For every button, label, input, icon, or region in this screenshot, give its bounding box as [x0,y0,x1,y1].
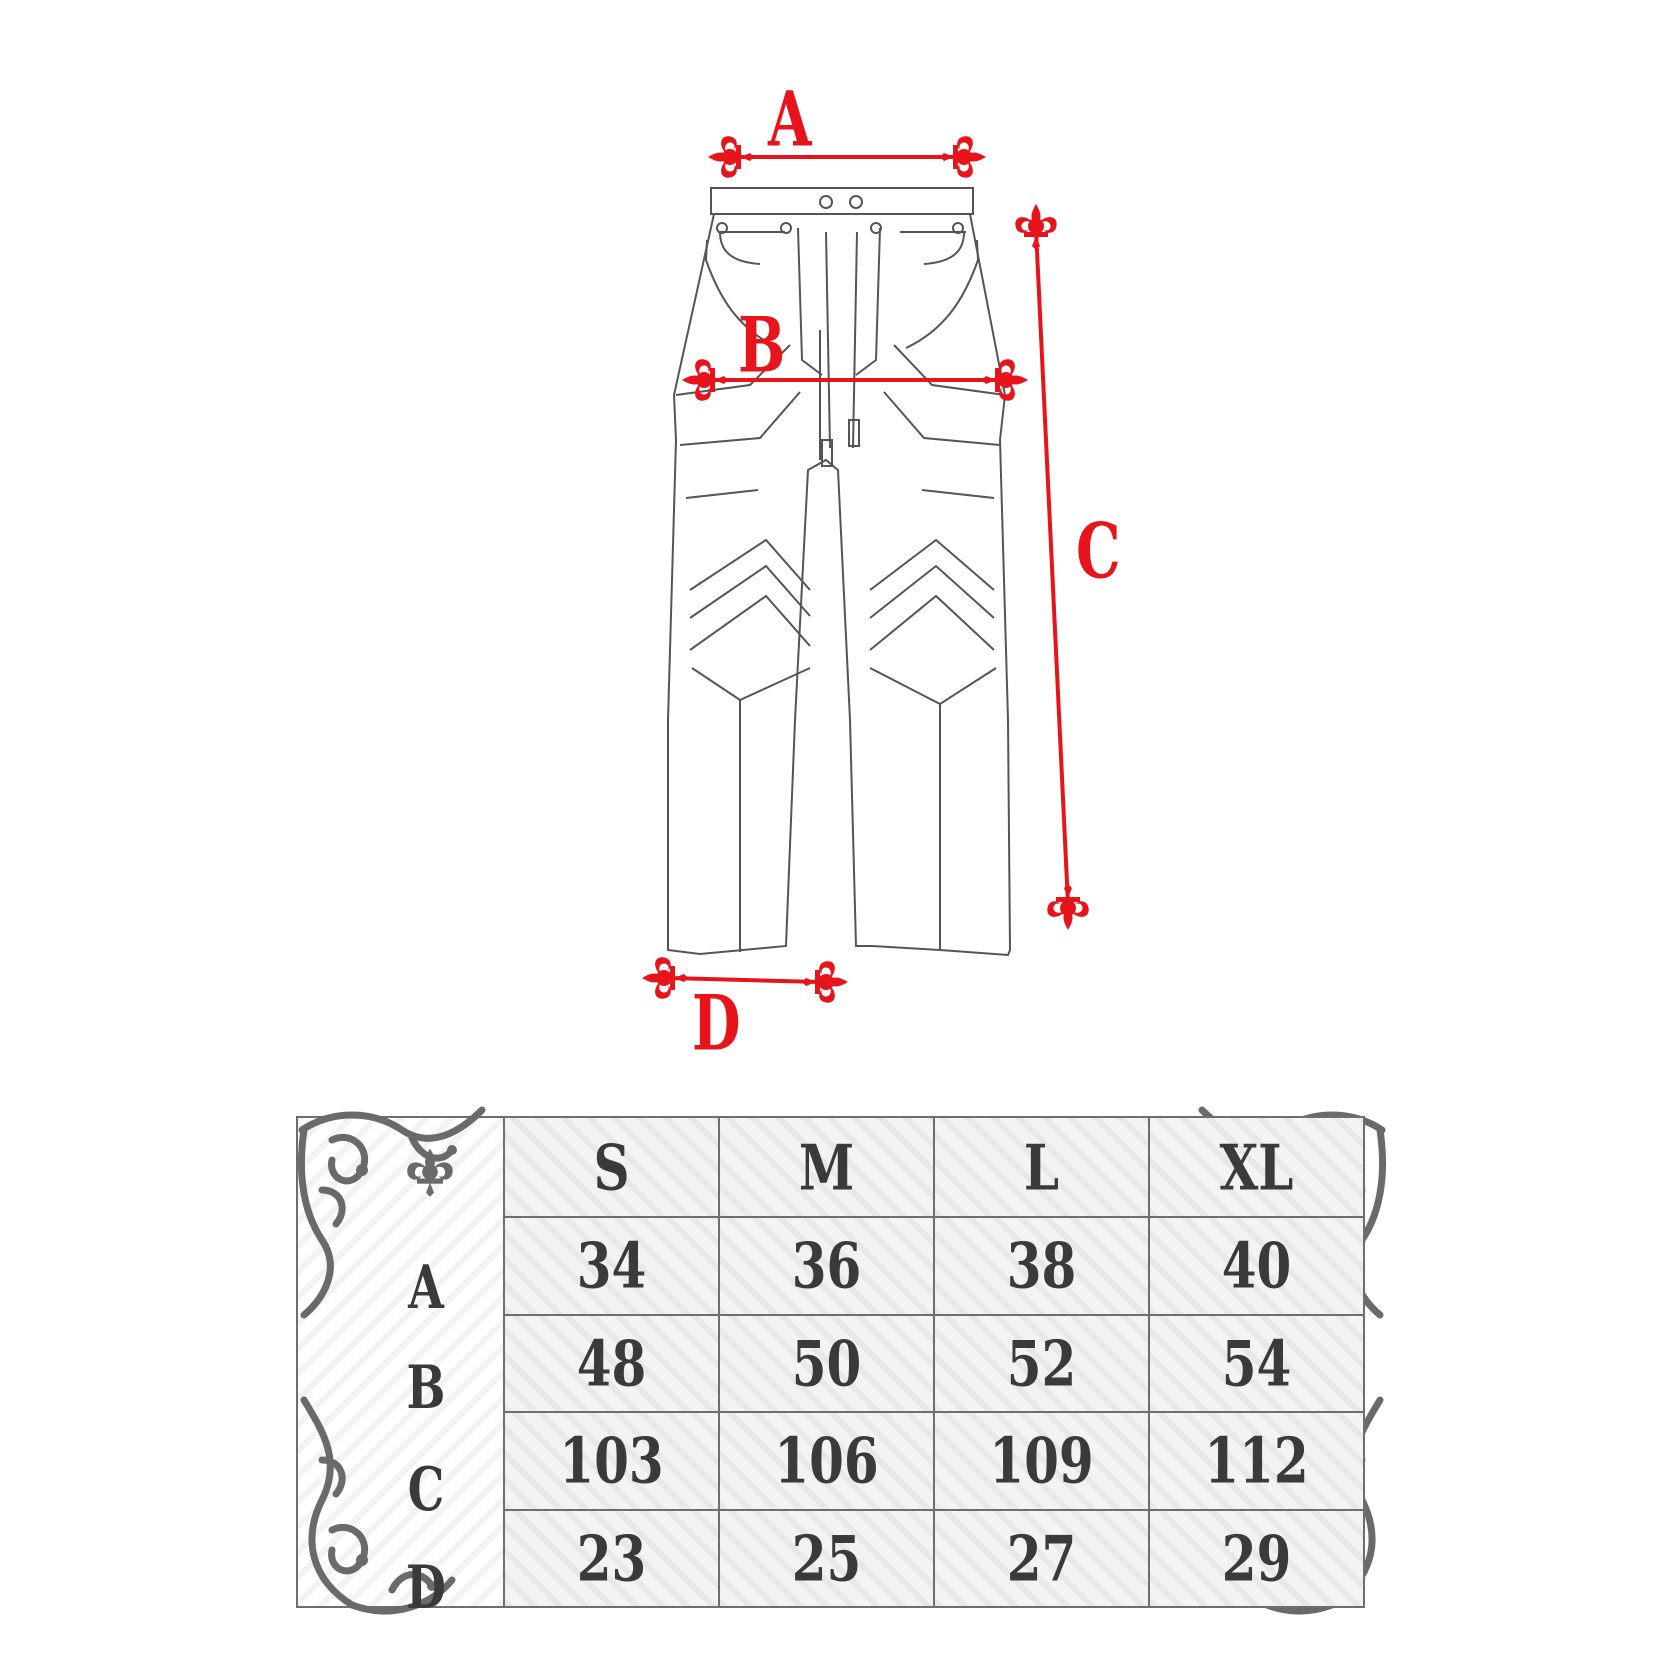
table-cell: 48 [503,1313,720,1413]
fleur-de-lis-icon [407,1148,453,1197]
measurement-line-d [642,957,848,1003]
row-label-panel [296,1116,503,1608]
dimension-label-d: D [692,979,741,1069]
table-cell: 50 [718,1313,935,1413]
row-label-b: B [406,1351,446,1423]
measurement-line-c [1015,204,1089,930]
measurement-line-a [708,136,986,178]
table-row: 103 106 109 112 [503,1411,1365,1511]
table-row: 23 25 27 29 [503,1508,1365,1608]
pants-diagram [642,136,1089,1003]
row-label-d: D [406,1551,446,1623]
dimension-label-b: B [738,301,786,391]
table-cell: 23 [503,1508,720,1608]
table-cell: 52 [933,1313,1150,1413]
table-cell: 34 [503,1216,720,1316]
measurement-line-b [682,359,1028,401]
table-cell: 112 [1148,1411,1365,1511]
column-header-xl: XL [1148,1116,1365,1218]
size-table-panel: A B C D S M L XL 34 36 38 40 48 50 52 54 [296,1106,1387,1623]
pants-outline [667,187,1012,957]
column-header-m: M [718,1116,935,1218]
table-cell: 25 [718,1508,935,1608]
column-header-l: L [933,1116,1150,1218]
ornate-corner-scroll-left [297,1106,486,1615]
table-header-row: S M L XL [503,1116,1365,1218]
table-cell: 40 [1148,1216,1365,1316]
table-row: 34 36 38 40 [503,1216,1365,1316]
row-label-a: A [408,1251,444,1323]
dimension-label-c: C [1076,507,1121,597]
column-header-s: S [503,1116,720,1218]
size-table: S M L XL 34 36 38 40 48 50 52 54 103 106… [503,1116,1365,1608]
table-cell: 54 [1148,1313,1365,1413]
table-cell: 109 [933,1411,1150,1511]
table-cell: 29 [1148,1508,1365,1608]
table-row: 48 50 52 54 [503,1313,1365,1413]
table-cell: 38 [933,1216,1150,1316]
table-cell: 103 [503,1411,720,1511]
table-cell: 106 [718,1411,935,1511]
row-label-c: C [407,1453,445,1525]
table-cell: 27 [933,1508,1150,1608]
dimension-label-a: A [768,75,812,165]
table-cell: 36 [718,1216,935,1316]
